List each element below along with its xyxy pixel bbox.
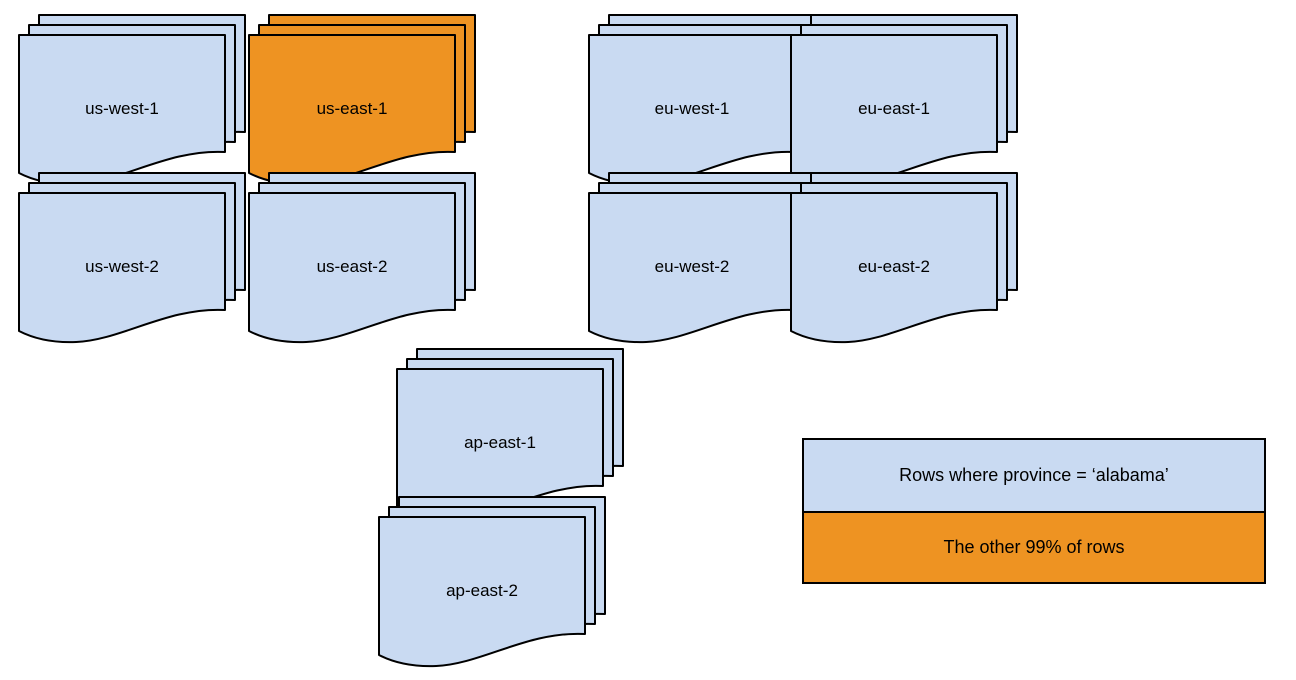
document-sheet (18, 192, 226, 344)
region-stack-ap-east-1[interactable]: ap-east-1 (396, 348, 624, 520)
document-sheet (248, 192, 456, 344)
legend: Rows where province = ‘alabama’ The other… (802, 438, 1266, 584)
region-stack-shape-ap-east-2 (378, 496, 606, 668)
region-stack-shape-us-west-1 (18, 14, 246, 186)
region-stack-us-east-2[interactable]: us-east-2 (248, 172, 476, 344)
region-stack-shape-eu-west-1 (588, 14, 816, 186)
legend-blue-text: Rows where province = ‘alabama’ (899, 465, 1169, 485)
document-sheet (248, 34, 456, 186)
region-stack-shape-us-west-2 (18, 172, 246, 344)
region-stack-shape-us-east-2 (248, 172, 476, 344)
region-stack-eu-west-2[interactable]: eu-west-2 (588, 172, 816, 344)
region-stack-eu-east-2[interactable]: eu-east-2 (790, 172, 1018, 344)
legend-blue: Rows where province = ‘alabama’ (804, 440, 1264, 511)
region-stack-eu-west-1[interactable]: eu-west-1 (588, 14, 816, 186)
region-stack-us-west-2[interactable]: us-west-2 (18, 172, 246, 344)
region-stack-ap-east-2[interactable]: ap-east-2 (378, 496, 606, 668)
region-stack-shape-eu-east-2 (790, 172, 1018, 344)
region-stack-shape-eu-west-2 (588, 172, 816, 344)
region-stack-shape-eu-east-1 (790, 14, 1018, 186)
document-sheet (588, 192, 796, 344)
region-stack-us-east-1[interactable]: us-east-1 (248, 14, 476, 186)
document-sheet (588, 34, 796, 186)
legend-orange-text: The other 99% of rows (943, 537, 1125, 557)
region-stack-us-west-1[interactable]: us-west-1 (18, 14, 246, 186)
document-sheet (790, 192, 998, 344)
document-sheet (378, 516, 586, 668)
region-stack-eu-east-1[interactable]: eu-east-1 (790, 14, 1018, 186)
document-sheet (18, 34, 226, 186)
region-stack-shape-us-east-1 (248, 14, 476, 186)
document-sheet (790, 34, 998, 186)
legend-orange: The other 99% of rows (804, 511, 1264, 582)
region-stack-shape-ap-east-1 (396, 348, 624, 520)
